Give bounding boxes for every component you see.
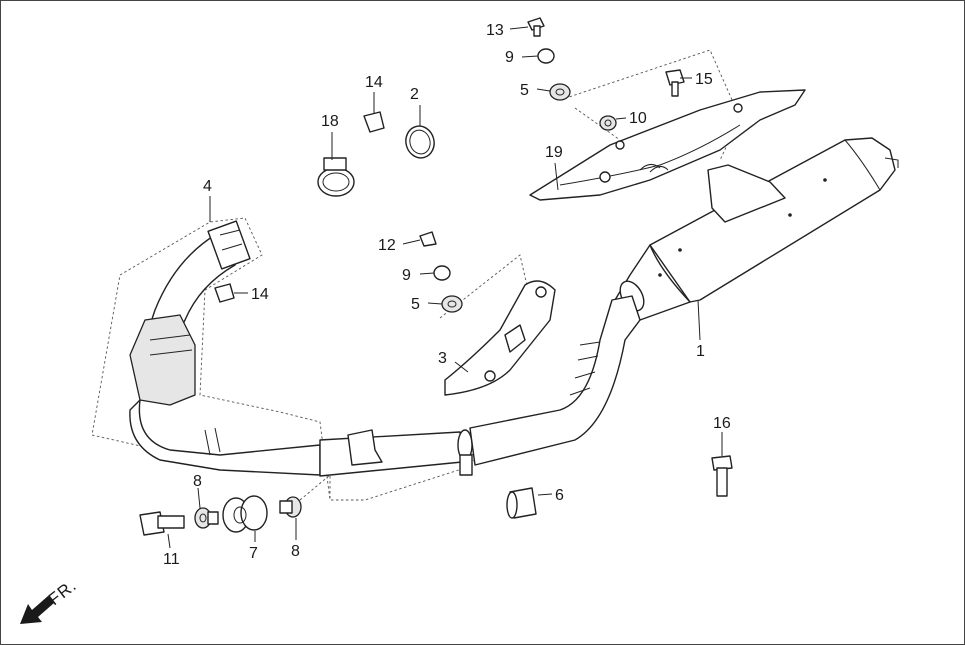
callout-3: 3	[438, 350, 447, 367]
callout-19: 19	[545, 144, 563, 161]
pipe-sleeve	[506, 487, 537, 519]
callout-7: 7	[249, 545, 258, 562]
callout-5-mid: 5	[411, 296, 420, 313]
washer-10	[599, 115, 617, 131]
cover-bolt	[665, 69, 685, 97]
callout-6: 6	[555, 487, 564, 504]
middle-fastener-stack	[419, 231, 463, 313]
callout-12: 12	[378, 237, 396, 254]
front-direction-indicator: FR.	[20, 575, 80, 624]
collar-nut-left	[214, 283, 235, 303]
callout-15: 15	[695, 71, 713, 88]
callout-14-top: 14	[365, 74, 383, 91]
muffler-heat-cover	[529, 89, 806, 201]
callout-16: 16	[713, 415, 731, 432]
gasket-ring	[405, 125, 435, 159]
header-pipe-group-outline	[91, 217, 482, 501]
front-arrow-icon	[20, 596, 54, 624]
callout-4: 4	[203, 178, 212, 195]
callout-1: 1	[696, 343, 705, 360]
callout-2: 2	[410, 86, 419, 103]
callout-9-mid: 9	[402, 267, 411, 284]
callout-18: 18	[321, 113, 339, 130]
heat-shield-bracket	[444, 280, 556, 396]
callout-13: 13	[486, 22, 504, 39]
mounting-bolt-16	[711, 455, 733, 497]
collar-nut-top	[363, 111, 385, 133]
header-pipe	[129, 220, 641, 477]
callout-9-top: 9	[505, 49, 514, 66]
washer-10-hole	[604, 119, 612, 127]
bottom-mount-hardware	[139, 495, 302, 536]
callout-8-right: 8	[291, 543, 300, 560]
top-fastener-stack	[527, 17, 571, 101]
callout-14-left: 14	[251, 286, 269, 303]
callout-8-left: 8	[193, 473, 202, 490]
mount-bolt-group-outline	[299, 474, 331, 501]
gasket-ring-inner	[409, 129, 431, 155]
callout-5-top: 5	[520, 82, 529, 99]
callout-10: 10	[629, 110, 647, 127]
exhaust-clamp	[317, 157, 355, 197]
callout-11: 11	[163, 551, 180, 568]
